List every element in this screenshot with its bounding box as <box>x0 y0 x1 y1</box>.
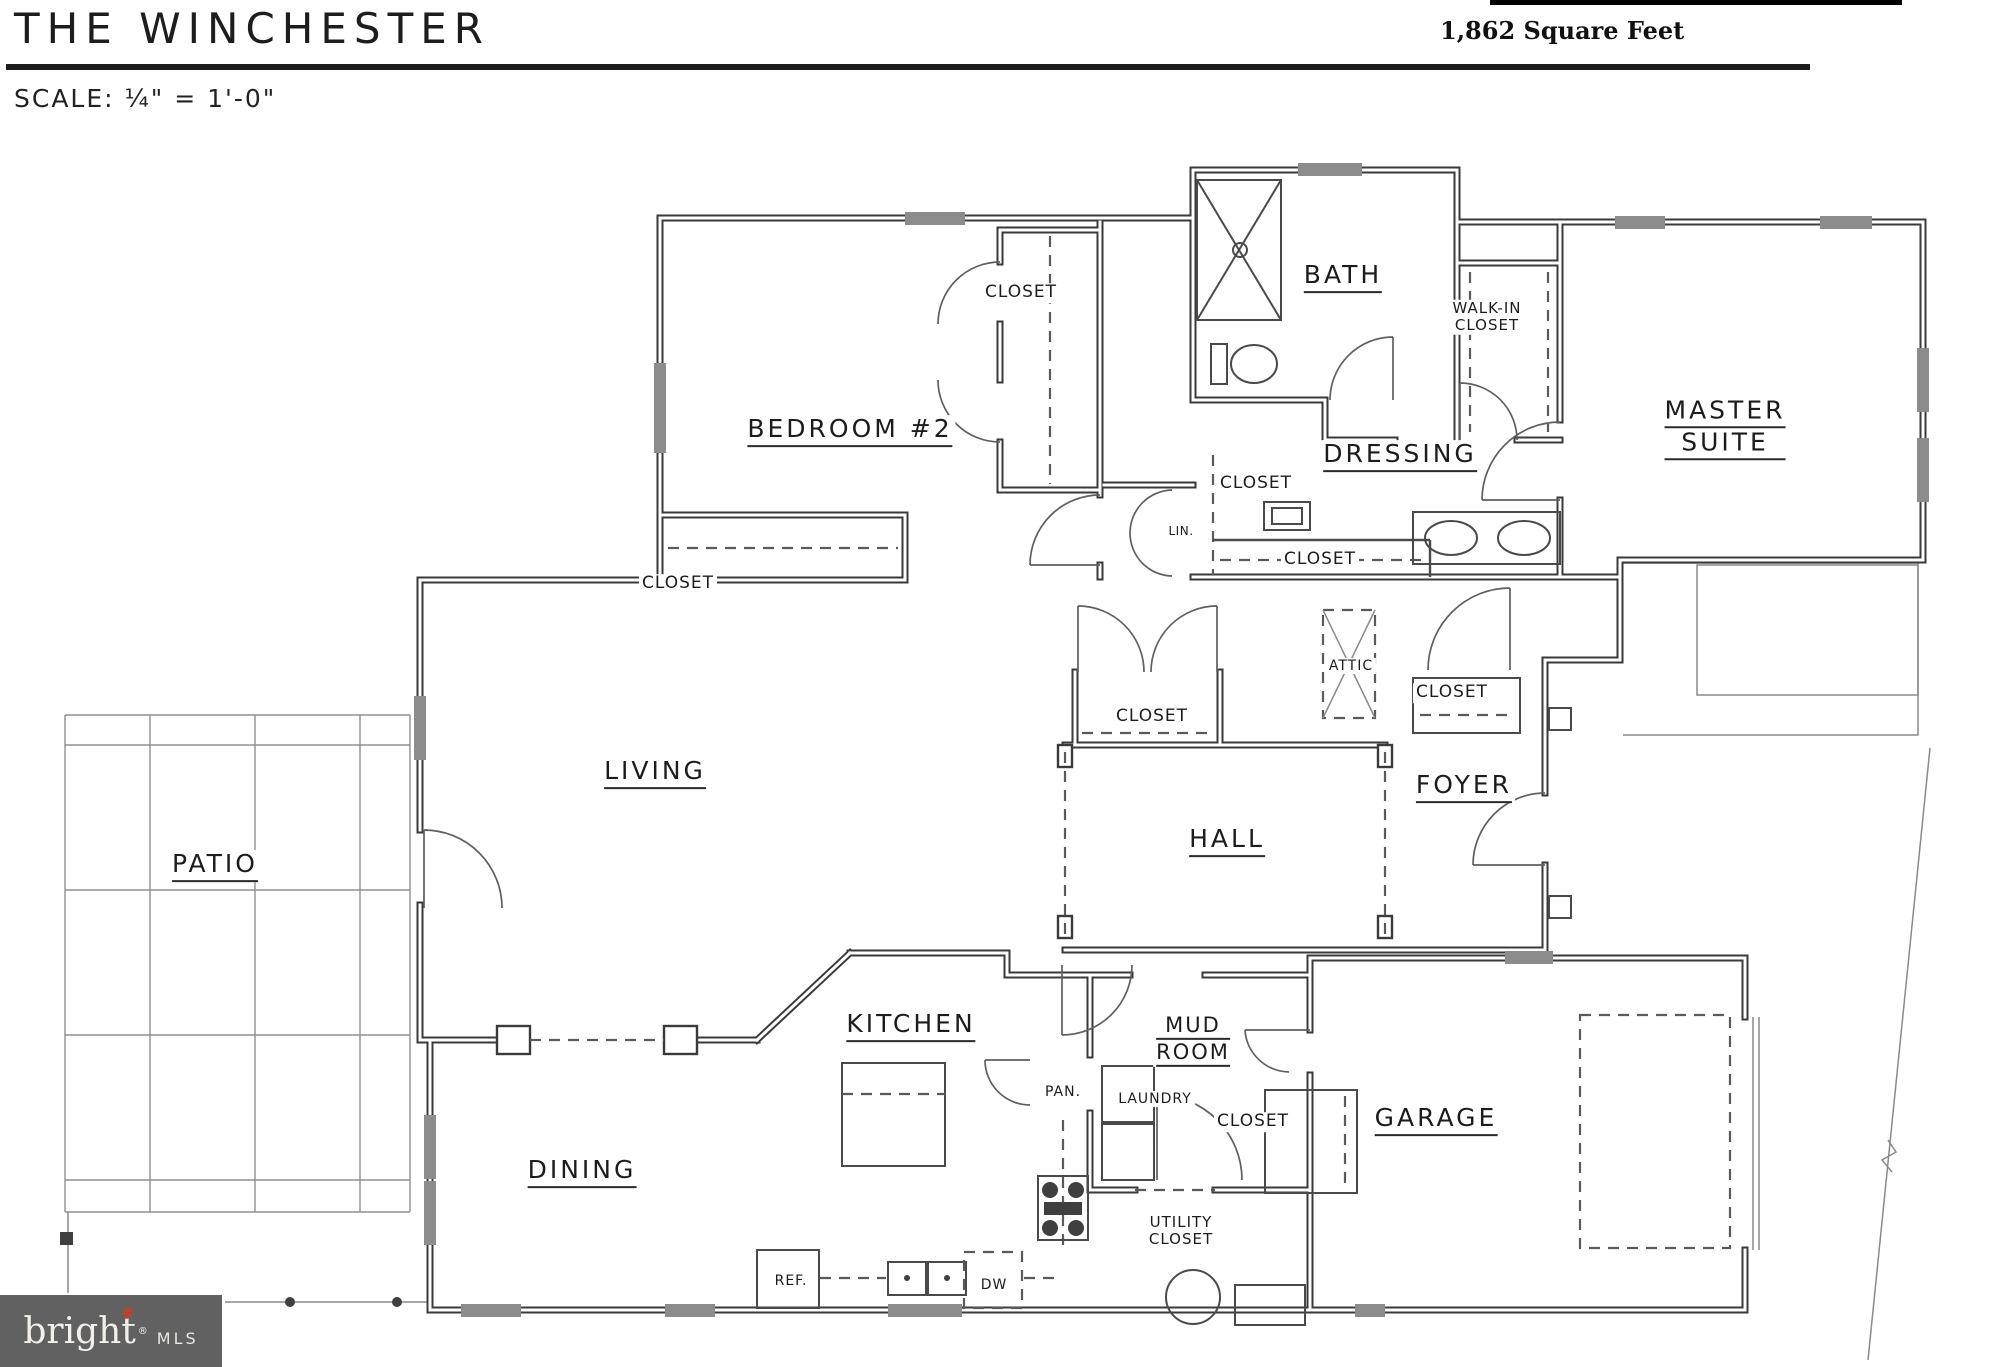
room-label-dressing: DRESSING <box>1320 439 1480 472</box>
title-rule <box>6 64 1810 70</box>
scale-note: SCALE: ¼" = 1'-0" <box>14 84 277 113</box>
closet-label-mud-room: CLOSET <box>1213 1111 1293 1132</box>
square-feet: 1,862 Square Feet <box>1440 16 1685 45</box>
laundry-label: LAUNDRY <box>1115 1090 1195 1108</box>
bright-mls-logo: bright® MLS <box>0 1295 222 1367</box>
room-label-patio: PATIO <box>169 849 261 882</box>
room-label-kitchen: KITCHEN <box>843 1009 979 1042</box>
attic-label: ATTIC <box>1325 657 1377 675</box>
closet-label-foyer: CLOSET <box>1412 682 1492 703</box>
room-label-bedroom2: BEDROOM #2 <box>744 414 956 447</box>
porch-and-site-lines <box>60 562 1931 1361</box>
plan-title: THE WINCHESTER <box>14 4 490 53</box>
top-edge-bar <box>1490 0 1902 5</box>
windows <box>414 163 1929 1317</box>
closet-label-living: CLOSET <box>638 573 718 594</box>
linen-closet-label: LIN. <box>1165 524 1197 539</box>
closet-label-hall: CLOSET <box>1112 706 1192 727</box>
room-label-bath: BATH <box>1300 260 1386 293</box>
logo-mls-text: MLS <box>156 1328 199 1348</box>
dishwasher-label: DW <box>977 1276 1011 1294</box>
doors <box>423 261 1561 1181</box>
closet-label-bedroom2: CLOSET <box>981 282 1061 303</box>
room-label-dining: DINING <box>524 1155 640 1188</box>
pantry-label: PAN. <box>1041 1083 1085 1101</box>
room-label-garage: GARAGE <box>1371 1103 1501 1136</box>
fixtures <box>756 179 1572 1326</box>
refrigerator-label: REF. <box>771 1272 811 1290</box>
room-label-foyer: FOYER <box>1412 770 1516 803</box>
patio-grid <box>64 714 411 1213</box>
cased-openings <box>495 743 1394 1056</box>
closet-label-dressing-bottom: CLOSET <box>1280 549 1360 570</box>
logo-registered-mark: ® <box>137 1325 148 1337</box>
closet-label-dressing-left: CLOSET <box>1216 473 1296 494</box>
logo-wordmark: bright <box>23 1305 136 1352</box>
room-label-living: LIVING <box>601 756 709 789</box>
room-label-hall: HALL <box>1186 824 1268 857</box>
closet-rod-dashes <box>668 236 1550 1192</box>
